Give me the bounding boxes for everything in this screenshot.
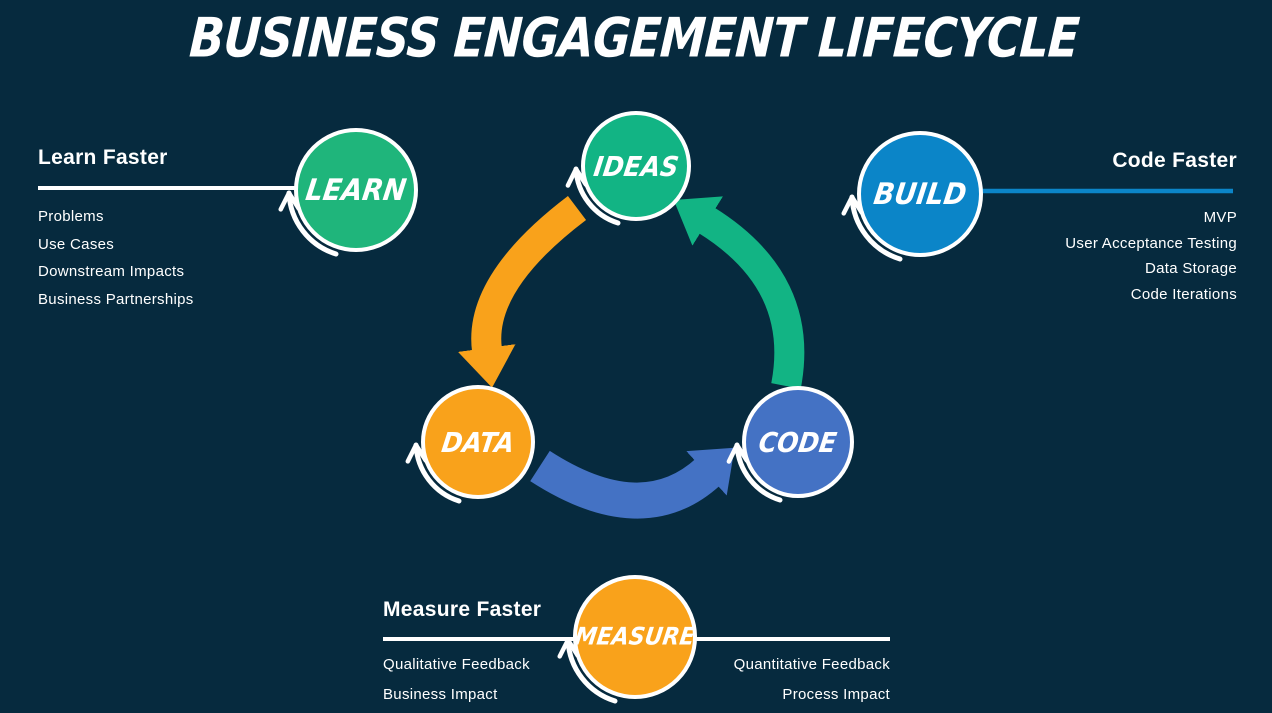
learn-panel-heading: Learn Faster — [38, 146, 168, 169]
arrow-code-to-ideas-icon — [673, 196, 805, 389]
build-node: BUILD — [857, 131, 983, 257]
measure-panel-right-list: Quantitative Feedback Process Impact — [734, 650, 890, 709]
learn-node: LEARN — [294, 128, 418, 252]
code-node-label: CODE — [757, 426, 839, 458]
arrow-ideas-to-data-icon — [457, 196, 587, 388]
learn-panel-list: Problems Use Cases Downstream Impacts Bu… — [38, 203, 194, 313]
measure-panel-heading: Measure Faster — [383, 598, 542, 621]
list-item: Data Storage — [1145, 260, 1237, 277]
list-item: MVP — [1203, 209, 1237, 226]
list-item: Qualitative Feedback — [383, 656, 530, 673]
measure-node-label: MEASURE — [573, 623, 697, 651]
list-item: Quantitative Feedback — [733, 656, 890, 673]
list-item: Downstream Impacts — [38, 263, 185, 280]
list-item: Business Impact — [383, 685, 498, 703]
code-node: CODE — [742, 386, 854, 498]
arrow-data-to-code-icon — [530, 447, 735, 519]
learn-node-label: LEARN — [303, 172, 409, 208]
build-panel-list: MVP User Acceptance Testing Data Storage… — [1065, 205, 1237, 307]
ideas-node-label: IDEAS — [591, 150, 681, 182]
measure-panel-left-list: Qualitative Feedback Business Impact — [383, 650, 530, 709]
ideas-node: IDEAS — [581, 111, 691, 221]
list-item: User Acceptance Testing — [1065, 234, 1237, 252]
measure-node: MEASURE — [573, 575, 697, 699]
build-panel-heading: Code Faster — [1112, 149, 1237, 172]
list-item: Use Cases — [38, 235, 115, 253]
build-node-label: BUILD — [871, 176, 969, 212]
list-item: Process Impact — [782, 685, 890, 703]
list-item: Business Partnerships — [38, 290, 194, 308]
data-node: DATA — [421, 385, 535, 499]
list-item: Problems — [38, 208, 104, 225]
data-node-label: DATA — [439, 426, 517, 458]
list-item: Code Iterations — [1130, 285, 1237, 303]
